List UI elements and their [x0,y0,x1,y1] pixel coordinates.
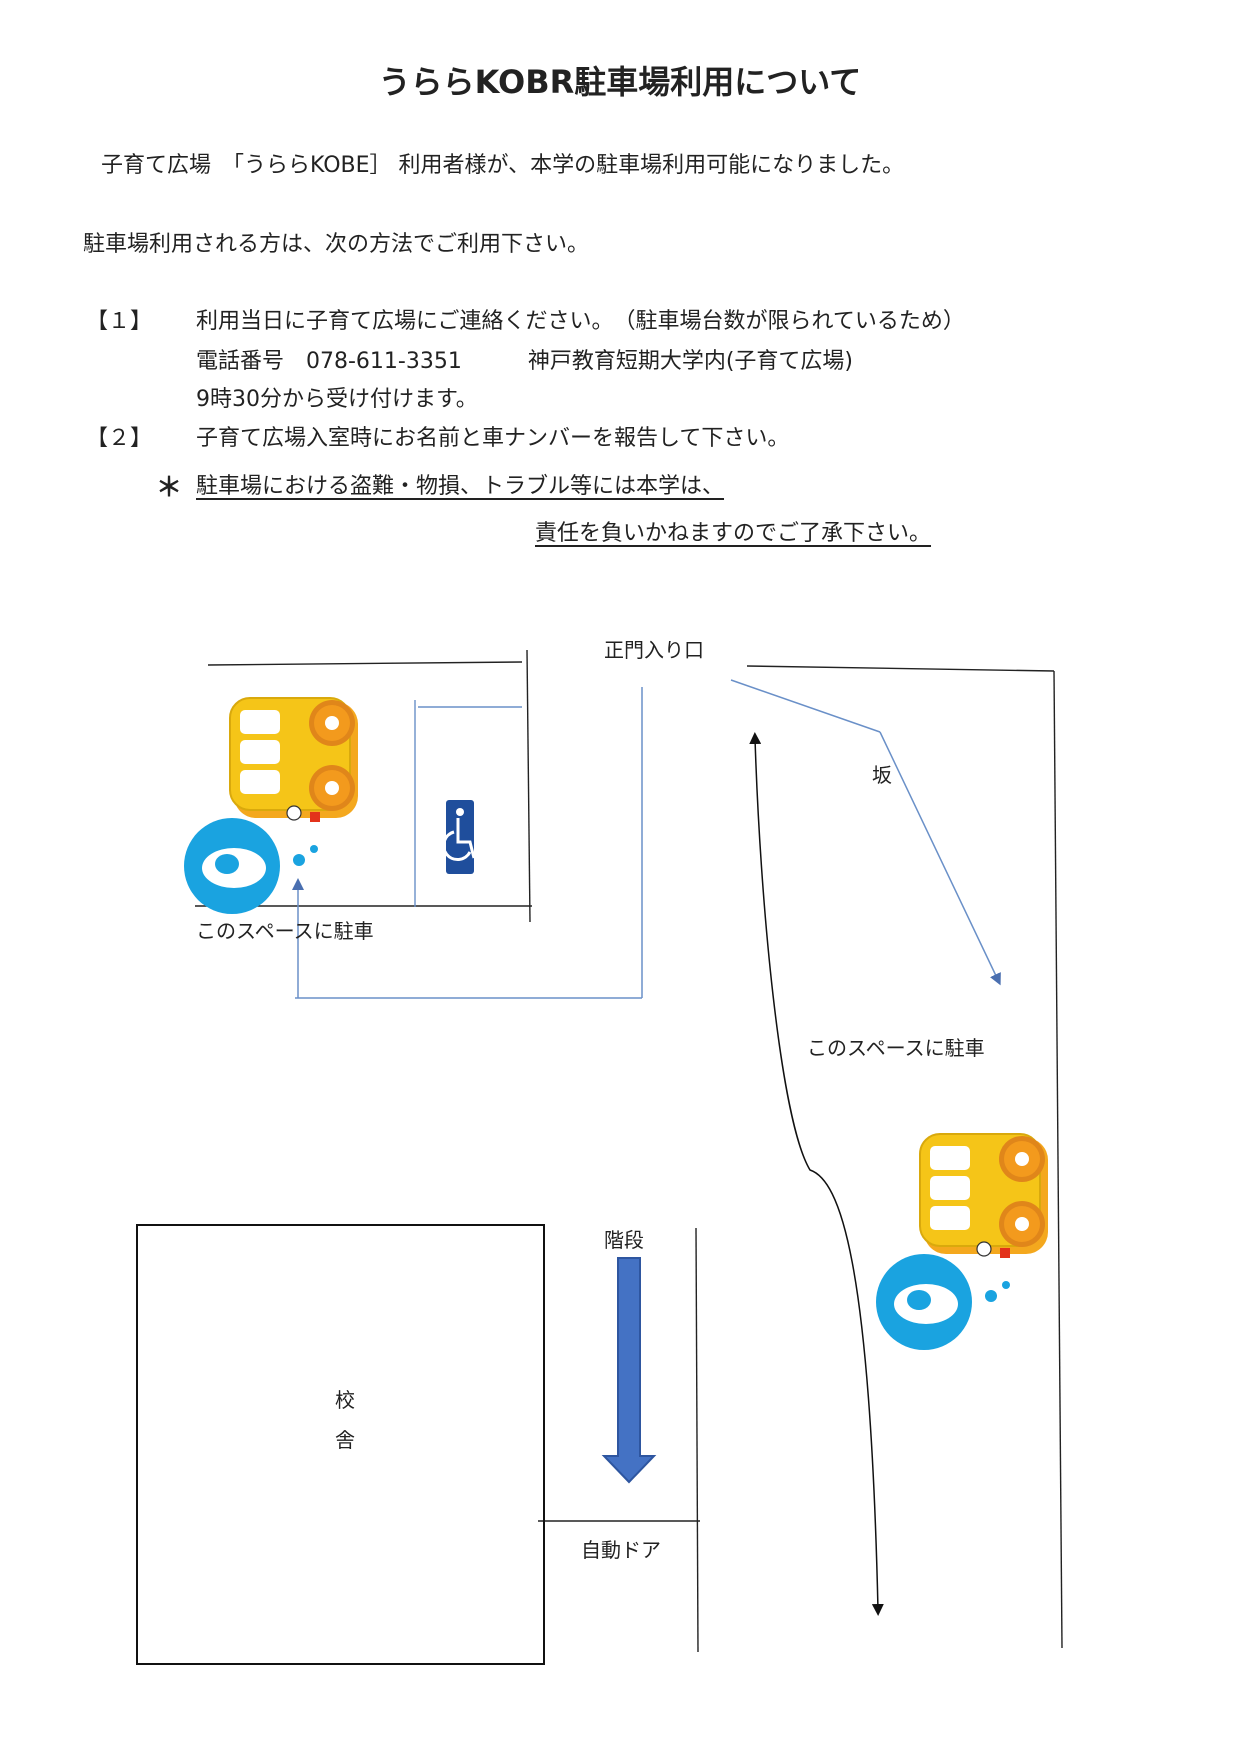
route-lines [292,679,1001,999]
intro-text: 子育て広場 「うららKOBE］ 利用者様が、本学の駐車場利用可能になりました。 [101,153,905,178]
park-here-right-label: このスペースに駐車 [807,1036,985,1060]
slope-label: 坂 [872,763,892,787]
step-1-line-1: 利用当日に子育て広場にご連絡ください。 （駐車場台数が限られているため） [196,309,965,334]
wheelchair-icon [442,800,476,874]
driveway-curve-arrow [749,732,884,1616]
park-here-left-label: このスペースに駐車 [196,919,374,943]
step-2-line-1: 子育て広場入室時にお名前と車ナンバーを報告して下さい。 [196,426,790,451]
notice-line-1: 駐車場における盗難・物損、トラブル等には本学は、 [196,474,725,499]
auto-door-label: 自動ドア [581,1538,661,1562]
main-road-lines [538,665,1063,1653]
bus-icon [229,697,359,823]
notice-asterisk: ＊ [156,473,183,503]
step-1-marker: 【１】 [86,309,153,334]
school-building-label-2: 舎 [335,1428,355,1452]
page-title: うららKOBR駐車場利用について [378,63,862,101]
main-gate-label: 正門入り口 [604,638,704,662]
step-2-marker: 【２】 [86,426,153,451]
stairs-down-arrow [601,1257,657,1484]
stairs-label: 階段 [604,1228,644,1252]
step-1-line-3: 9時30分から受け付けます。 [196,387,478,412]
step-1-line-2: 電話番号 078-611-3351 神戸教育短期大学内(子育て広場) [196,349,854,374]
school-building-label-1: 校 [335,1388,355,1412]
accessible-bay-lines [414,700,522,907]
bus-icon [919,1133,1049,1259]
notice-line-2: 責任を負いかねますのでご了承下さい。 [535,521,932,546]
instruction-text: 駐車場利用される方は、次の方法でご利用下さい。 [83,232,590,257]
school-building [136,1224,545,1665]
parking-icon [876,1254,1010,1350]
